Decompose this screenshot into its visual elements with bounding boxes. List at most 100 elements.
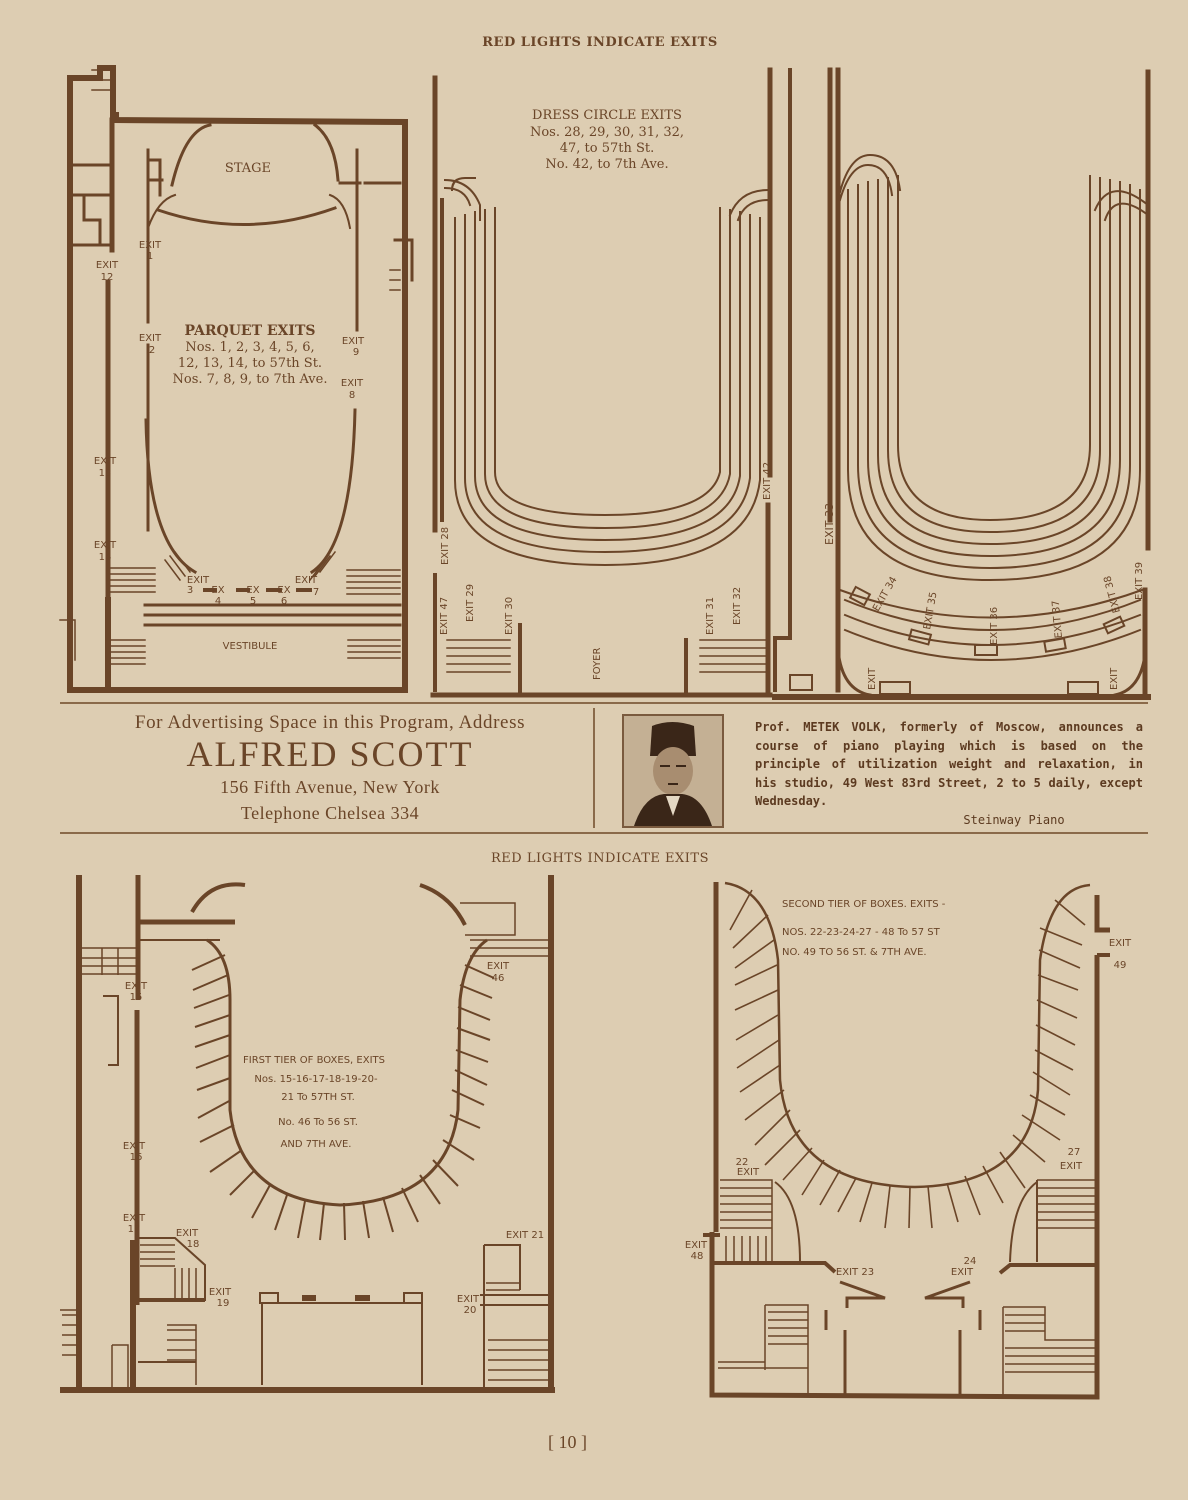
parquet-line-1: Nos. 1, 2, 3, 4, 5, 6,	[185, 340, 314, 355]
dress-circle-walls	[430, 67, 773, 698]
svg-text:FIRST TIER OF BOXES, EXITS: FIRST TIER OF BOXES, EXITS	[243, 1055, 385, 1066]
svg-text:EX: EX	[277, 585, 290, 596]
svg-text:EXIT 42: EXIT 42	[762, 462, 773, 500]
balcony-rows	[838, 153, 1150, 661]
portrait-photo	[622, 714, 724, 828]
dress-circle-title: DRESS CIRCLE EXITS	[532, 108, 682, 123]
svg-text:1: 1	[147, 251, 153, 262]
svg-text:EX: EX	[211, 585, 224, 596]
svg-text:EXIT 32: EXIT 32	[732, 587, 743, 625]
svg-text:8: 8	[349, 390, 355, 401]
svg-text:17: 17	[128, 1224, 141, 1235]
svg-text:20: 20	[464, 1305, 477, 1316]
ad-name: ALFRED SCOTT	[186, 734, 474, 774]
top-floor-plans: STAGE VESTIBULE PARQUET EXITS Nos. 1, 2,…	[59, 65, 1151, 700]
svg-text:EXIT 35: EXIT 35	[922, 591, 939, 630]
second-tier-walls	[703, 881, 1110, 1400]
svg-text:EXIT: EXIT	[295, 575, 318, 586]
svg-text:16: 16	[130, 1152, 143, 1163]
dress-circle-line-3: No. 42, to 7th Ave.	[545, 157, 668, 172]
svg-text:EXIT: EXIT	[1060, 1161, 1083, 1172]
svg-text:13: 13	[99, 468, 112, 479]
mid-header: RED LIGHTS INDICATE EXITS	[491, 851, 709, 866]
svg-text:EXIT: EXIT	[123, 1213, 146, 1224]
divider-top	[60, 702, 1148, 704]
parquet-exits-title: PARQUET EXITS	[185, 323, 316, 339]
svg-text:24: 24	[964, 1256, 977, 1267]
foyer-label: FOYER	[592, 647, 603, 680]
stage-label: STAGE	[225, 161, 271, 176]
svg-text:EXIT: EXIT	[737, 1167, 760, 1178]
ad-studio-address: 49 West 83rd Street, 2 to 5	[842, 775, 1041, 790]
svg-text:EXIT 31: EXIT 31	[705, 597, 716, 635]
svg-text:EXIT 47: EXIT 47	[439, 597, 450, 635]
svg-text:EXIT 23: EXIT 23	[836, 1267, 874, 1278]
ad-prefix: Prof.	[755, 720, 792, 734]
svg-text:EXIT: EXIT	[139, 240, 162, 251]
svg-text:21 To 57TH ST.: 21 To 57TH ST.	[281, 1092, 355, 1103]
svg-text:48: 48	[691, 1251, 704, 1262]
svg-text:27: 27	[1068, 1147, 1081, 1158]
svg-text:EXIT 21: EXIT 21	[506, 1230, 544, 1241]
svg-text:EXIT: EXIT	[1109, 667, 1120, 690]
svg-text:EX: EX	[246, 585, 259, 596]
parquet-exit-labels: EXIT 1 EXIT 2 EXIT 12 EXIT 13 EXIT 14 EX…	[94, 240, 365, 607]
svg-text:4: 4	[215, 596, 221, 607]
svg-text:EXIT 28: EXIT 28	[440, 527, 451, 565]
ad-teacher-name: METEK VOLK,	[803, 720, 888, 734]
divider-vertical	[593, 708, 595, 828]
ad-signature: Steinway Piano	[963, 812, 1065, 827]
dress-circle-rows	[443, 177, 770, 567]
svg-text:15: 15	[130, 992, 143, 1003]
svg-text:EXIT: EXIT	[341, 378, 364, 389]
svg-text:EXIT 38: EXIT 38	[1102, 574, 1122, 614]
svg-text:EXIT: EXIT	[1109, 938, 1132, 949]
svg-text:EXIT 29: EXIT 29	[465, 584, 476, 622]
svg-text:2: 2	[149, 345, 155, 356]
svg-text:NOS. 22-23-24-27 - 48 To 57 ST: NOS. 22-23-24-27 - 48 To 57 ST	[782, 927, 941, 938]
svg-text:EXIT: EXIT	[125, 981, 148, 992]
first-tier-text: FIRST TIER OF BOXES, EXITS Nos. 15-16-17…	[243, 1055, 385, 1150]
svg-text:EXIT: EXIT	[96, 260, 119, 271]
svg-text:EXIT 39: EXIT 39	[1134, 562, 1145, 600]
svg-text:EXIT: EXIT	[487, 961, 510, 972]
svg-text:5: 5	[250, 596, 256, 607]
svg-text:EXIT: EXIT	[139, 333, 162, 344]
dress-circle-line-1: Nos. 28, 29, 30, 31, 32,	[530, 125, 684, 140]
page-number: [ 10 ]	[548, 1432, 587, 1452]
svg-text:AND 7TH AVE.: AND 7TH AVE.	[281, 1139, 352, 1150]
svg-text:SECOND TIER OF BOXES. EXITS -: SECOND TIER OF BOXES. EXITS -	[782, 899, 946, 910]
svg-text:NO. 49 TO 56 ST. & 7TH AVE.: NO. 49 TO 56 ST. & 7TH AVE.	[782, 947, 927, 958]
dress-circle-line-2: 47, to 57th St.	[560, 141, 655, 156]
svg-text:EXIT: EXIT	[342, 336, 365, 347]
svg-text:7: 7	[313, 587, 319, 598]
svg-text:EXIT: EXIT	[123, 1141, 146, 1152]
ad-phone: Telephone Chelsea 334	[240, 803, 420, 823]
svg-text:EXIT 37: EXIT 37	[1051, 600, 1065, 639]
second-tier-exit-labels: 22 EXIT EXIT 23 24 EXIT 27 EXIT EXIT 48 …	[685, 938, 1132, 1278]
parquet-line-2: 12, 13, 14, to 57th St.	[178, 356, 322, 371]
svg-text:3: 3	[187, 585, 193, 596]
dress-circle-exit-labels: EXIT 28 EXIT 29 EXIT 30 EXIT 31 EXIT 32 …	[439, 462, 773, 635]
svg-text:No. 46 To 56 ST.: No. 46 To 56 ST.	[278, 1117, 358, 1128]
svg-text:12: 12	[101, 272, 114, 283]
second-tier-text: SECOND TIER OF BOXES. EXITS - NOS. 22-23…	[782, 899, 946, 958]
first-tier-exit-labels: EXIT 15 EXIT 16 EXIT 17 EXIT 18 EXIT 19 …	[123, 961, 544, 1316]
svg-text:EXIT 36: EXIT 36	[989, 607, 1000, 645]
svg-text:EXIT: EXIT	[457, 1294, 480, 1305]
svg-text:46: 46	[492, 973, 505, 984]
svg-text:19: 19	[217, 1298, 230, 1309]
svg-text:49: 49	[1114, 960, 1127, 971]
svg-text:EXIT: EXIT	[209, 1287, 232, 1298]
second-tier-boxes	[729, 889, 1086, 1229]
svg-text:Nos. 15-16-17-18-19-20-: Nos. 15-16-17-18-19-20-	[254, 1074, 378, 1085]
piano-lessons-ad: Prof. METEK VOLK, formerly of Moscow, an…	[755, 718, 1143, 829]
svg-text:EXIT: EXIT	[94, 540, 117, 551]
svg-text:EXIT: EXIT	[951, 1267, 974, 1278]
svg-text:9: 9	[353, 347, 359, 358]
vestibule-label: VESTIBULE	[223, 641, 278, 652]
ad-body-1: formerly of Moscow, announces a course o…	[755, 720, 1143, 790]
svg-text:EXIT 33: EXIT 33	[823, 503, 836, 545]
ad-body-2: daily, except Wednesday.	[755, 775, 1143, 809]
svg-text:EXIT: EXIT	[176, 1228, 199, 1239]
